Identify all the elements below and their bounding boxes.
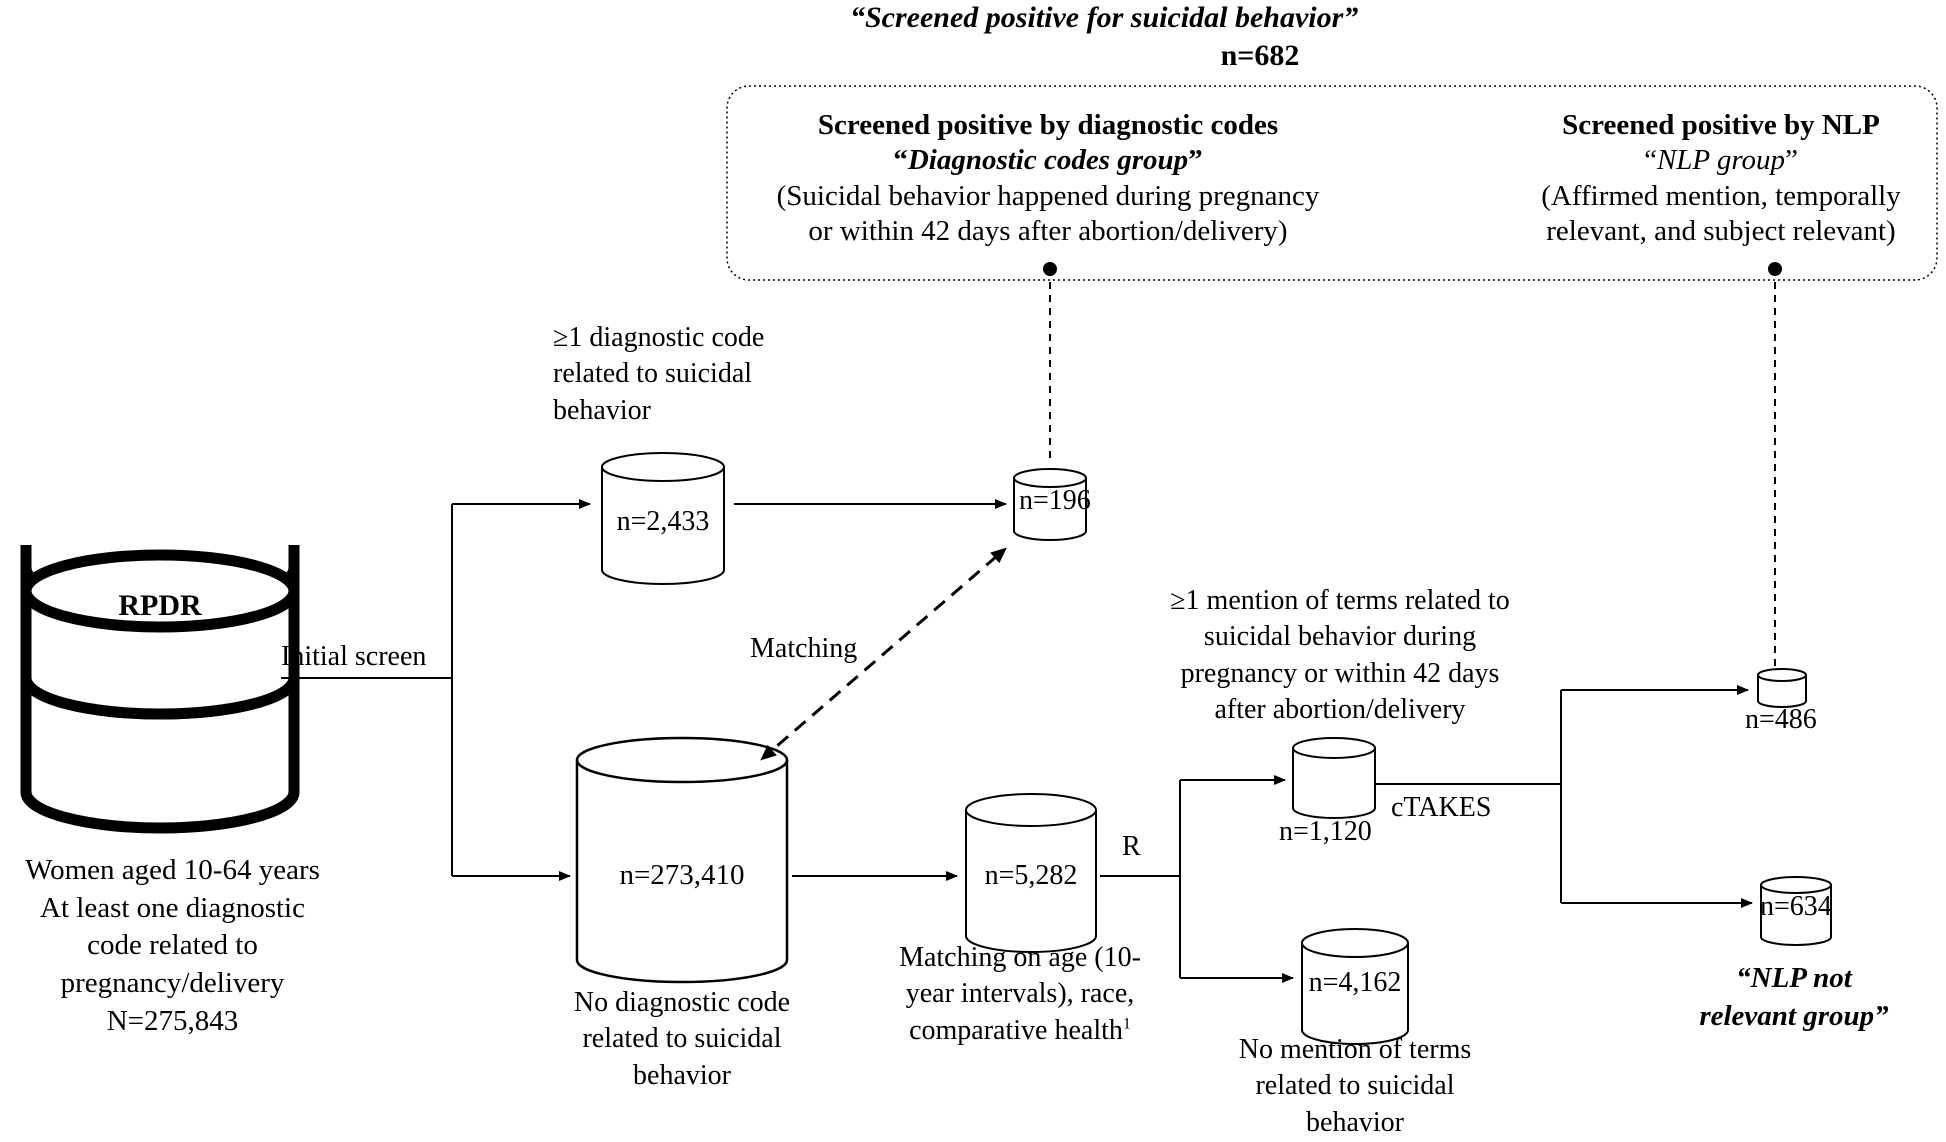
r-label: R: [1122, 831, 1141, 862]
dx-code-desc-line: ≥1 diagnostic code: [553, 322, 765, 353]
mention-count: n=1,120: [1279, 816, 1372, 847]
matched-desc-line: comparative health1: [860, 1013, 1180, 1049]
cylinder-nlp-not: [1760, 876, 1832, 946]
no-dx-count: n=273,410: [619, 859, 745, 891]
no-mention-desc-line: behavior: [1306, 1106, 1404, 1138]
cylinder-no-mention: [1301, 928, 1409, 1045]
dx-group-connector: [1043, 262, 1057, 458]
nlp-group-quote-close: ”: [1785, 144, 1798, 177]
dx-group-desc-2: or within 42 days after abortion/deliver…: [808, 215, 1288, 248]
r-split-arrows: [1100, 775, 1294, 983]
no-dx-desc-line: No diagnostic code: [573, 987, 791, 1018]
mention-desc-line: ≥1 mention of terms related to: [1170, 585, 1510, 616]
matched-desc-line: year intervals), race,: [905, 978, 1135, 1010]
matched-desc-line: Matching on age (10-: [899, 942, 1141, 973]
matched-description: Matching on age (10- year intervals), ra…: [860, 940, 1180, 1049]
rpdr-description: Women aged 10-64 years At least one diag…: [0, 852, 345, 1040]
dx-group-quote-close: ”: [1188, 144, 1203, 177]
no-mention-desc-line: related to suicidal: [1255, 1070, 1455, 1102]
nlp-not-count: n=634: [1760, 891, 1832, 922]
nlp-group-connector: [1768, 262, 1782, 666]
nlp-group-quote-open: “: [1644, 144, 1657, 177]
nlp-group-desc-2: relevant, and subject relevant): [1546, 215, 1896, 248]
dx-code-desc-line: behavior: [553, 394, 651, 426]
nlp-group-label: NLP group: [1656, 144, 1786, 177]
rpdr-database-icon: [20, 545, 300, 834]
cylinder-no-dx: [575, 736, 789, 984]
matching-arrow: [760, 547, 1007, 761]
matching-label: Matching: [750, 633, 858, 664]
initial-screen-label: Initial screen: [281, 641, 427, 672]
screened-positive-box: [726, 85, 1938, 281]
cylinder-dx-group: [1013, 468, 1087, 541]
no-dx-description: No diagnostic code related to suicidal b…: [522, 985, 842, 1094]
ctakes-split-arrows: [1375, 685, 1753, 908]
cylinder-matched: [965, 793, 1097, 953]
dx-code-desc-line: related to suicidal: [553, 358, 753, 390]
rpdr-desc-line: pregnancy/delivery: [60, 967, 285, 1000]
mention-description: ≥1 mention of terms related to suicidal …: [1130, 583, 1550, 729]
dx-group-heading: Screened positive by diagnostic codes: [817, 109, 1279, 141]
no-dx-desc-line: related to suicidal: [582, 1023, 782, 1055]
cylinder-mention: [1292, 737, 1376, 819]
nlp-group-heading: Screened positive by NLP: [1562, 109, 1880, 141]
ctakes-label: cTAKES: [1391, 792, 1492, 823]
cylinder-nlp-group: [1757, 668, 1807, 708]
matched-footnote: 1: [1122, 1015, 1131, 1033]
mention-desc-line: pregnancy or within 42 days: [1180, 657, 1500, 689]
nlp-group-text: Screened positive by NLP “NLP group” (Af…: [1514, 108, 1928, 250]
matched-count: n=5,282: [984, 860, 1078, 891]
dx-group-quote-open: “: [893, 144, 908, 177]
rpdr-desc-line: code related to: [87, 929, 258, 962]
no-mention-desc-line: No mention of terms: [1238, 1034, 1472, 1065]
matched-desc-text: comparative health: [909, 1014, 1123, 1046]
top-title: “Screened positive for suicidal behavior…: [850, 1, 1359, 34]
mention-desc-line: after abortion/delivery: [1214, 694, 1466, 726]
nlp-not-group-line: “NLP not: [1736, 962, 1852, 994]
nlp-not-group-line: relevant group”: [1699, 999, 1889, 1032]
rpdr-desc-line: At least one diagnostic: [40, 891, 305, 924]
nlp-not-group-label: “NLP not relevant group”: [1664, 960, 1924, 1035]
dx-group-text: Screened positive by diagnostic codes “D…: [727, 108, 1369, 250]
rpdr-label: RPDR: [118, 589, 202, 622]
dx-code-count: n=2,433: [616, 506, 710, 537]
dx-group-count: n=196: [1019, 485, 1091, 516]
top-count: n=682: [1220, 39, 1300, 72]
no-mention-description: No mention of terms related to suicidal …: [1200, 1032, 1510, 1141]
dx-group-label: Diagnostic codes group: [907, 144, 1189, 177]
dx-code-description: ≥1 diagnostic code related to suicidal b…: [553, 320, 764, 429]
no-mention-count: n=4,162: [1308, 967, 1402, 998]
no-dx-desc-line: behavior: [633, 1059, 731, 1091]
initial-screen-arrows: [281, 499, 591, 881]
nlp-group-count: n=486: [1745, 704, 1817, 735]
mention-desc-line: suicidal behavior during: [1203, 621, 1477, 653]
dx-group-name: “Diagnostic codes group”: [727, 143, 1369, 178]
cylinder-dx-code: [601, 452, 725, 585]
rpdr-desc-line: Women aged 10-64 years: [25, 854, 320, 886]
nlp-group-desc-1: (Affirmed mention, temporally: [1541, 179, 1901, 212]
dx-group-desc-1: (Suicidal behavior happened during pregn…: [776, 179, 1320, 212]
rpdr-desc-line: N=275,843: [106, 1004, 239, 1037]
nlp-group-name: “NLP group”: [1514, 143, 1928, 178]
